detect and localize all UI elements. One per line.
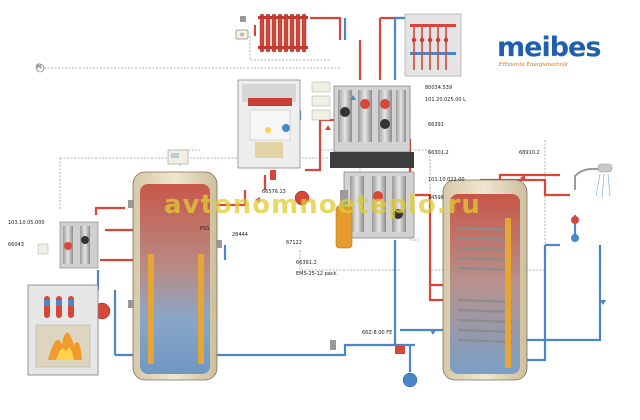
wall-radiator <box>256 10 310 56</box>
label-bottom-1: 66Z-8.00 FE <box>362 330 393 336</box>
valves <box>35 16 405 354</box>
label-mid-1: 66391 <box>428 122 444 128</box>
label-tank-tag: PSS <box>200 226 210 232</box>
label-left-2: 66043 <box>8 242 24 248</box>
label-tank-1: 28444 <box>232 232 248 238</box>
solid-fuel-boiler <box>27 284 99 376</box>
room-thermostat <box>235 29 249 40</box>
pump-group-top <box>330 85 414 168</box>
cold-pipes <box>96 16 602 372</box>
buffer-tank <box>128 171 222 381</box>
label-center-3: 66391.2 <box>296 260 317 266</box>
buffer-controller <box>167 149 189 165</box>
label-right-1: 68910.2 <box>519 150 540 156</box>
dhw-tank <box>442 179 528 381</box>
label-center-4: EMS-25-12 pack. <box>296 271 339 277</box>
brand-logo: meibes <box>497 32 601 63</box>
hydraulic-separator <box>335 190 353 249</box>
label-symbol-1: Ⓜ <box>36 64 43 71</box>
label-mid-4: 14596 <box>428 195 444 201</box>
pump-group-lower <box>343 171 415 239</box>
label-top-right-2: 101.20.025.00 L <box>425 97 466 103</box>
watermark: avtonomnoeteplo.ru <box>164 190 481 220</box>
label-center-2: 67122 <box>286 240 302 246</box>
label-left-1: 103.10.05.000 <box>8 220 45 226</box>
brand-tagline: Effiziente Energietechnik <box>499 62 568 68</box>
gas-boiler <box>237 79 301 180</box>
floor-heating-manifold <box>404 13 462 77</box>
controllers-stack <box>311 81 331 121</box>
label-top-right-1: 80034.539 <box>425 85 453 91</box>
flow-arrows <box>255 95 606 335</box>
label-center-1: 66576.13 <box>262 189 286 195</box>
solid-fuel-pump-group <box>37 221 99 269</box>
shower-tap <box>571 163 613 242</box>
label-mid-3: 101.10.022.00 <box>428 177 465 183</box>
label-mid-2: 66301.2 <box>428 150 449 156</box>
